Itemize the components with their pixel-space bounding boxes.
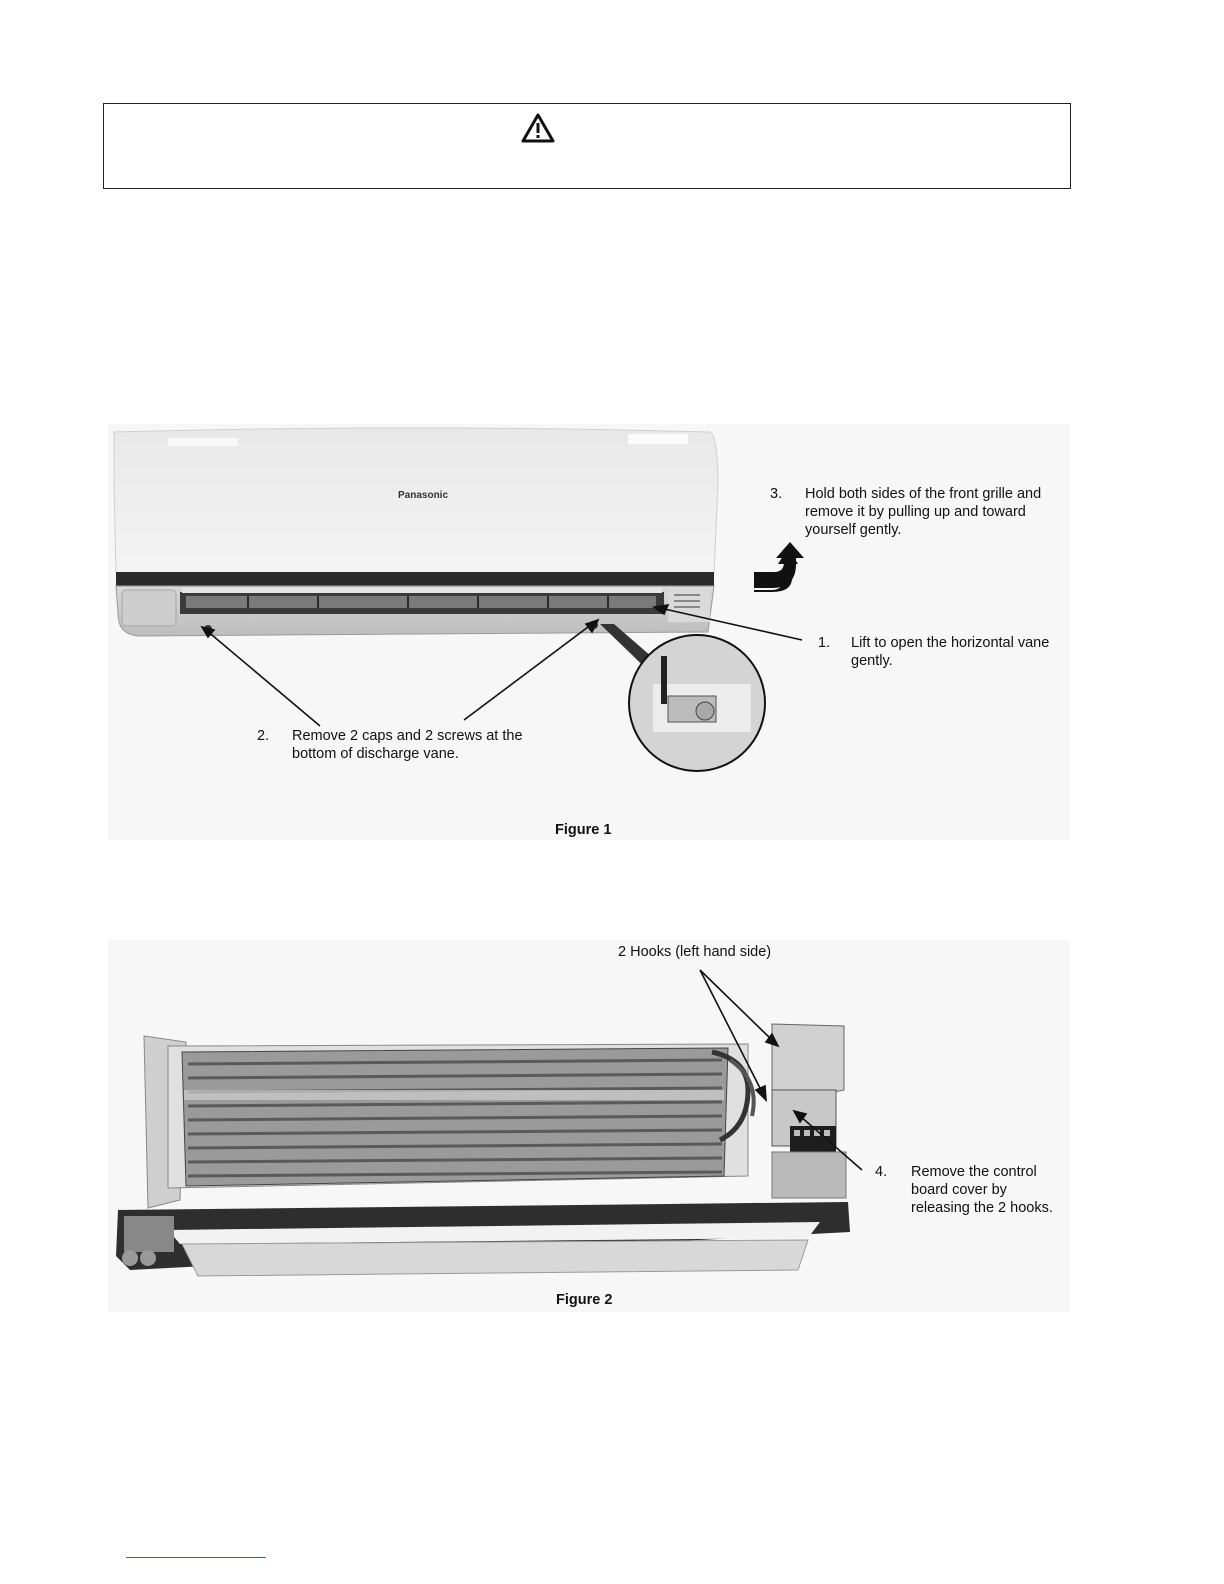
step-1-line-2: gently.	[851, 653, 893, 669]
step-2-number: 2.	[257, 728, 270, 744]
warning-box	[103, 103, 1071, 189]
step-1-line-1: Lift to open the horizontal vane	[851, 635, 1050, 651]
figure-2-caption: Figure 2	[556, 1292, 613, 1308]
step-4-number: 4.	[875, 1164, 888, 1180]
figure-2-illustration	[116, 969, 863, 1277]
step-1-number: 1.	[818, 635, 831, 651]
step-3-number: 3.	[770, 486, 783, 502]
figure-2: 2 Hooks (left hand side) 4. Remove the c…	[108, 940, 1070, 1312]
footer-link-underline[interactable]	[126, 1557, 266, 1558]
step-4-line-3: releasing the 2 hooks.	[911, 1200, 1053, 1216]
figure-1-illustration	[113, 427, 804, 772]
step-2-line-2: bottom of discharge vane.	[292, 746, 459, 762]
brand-logo: Panasonic	[398, 490, 449, 501]
warning-triangle-icon	[521, 113, 555, 143]
step-3-line-2: remove it by pulling up and toward	[805, 504, 1026, 520]
step-3-line-3: yourself gently.	[805, 522, 902, 538]
figure-1: Panasonic 3. Hold both sides of the fron…	[108, 424, 1070, 840]
hooks-label: 2 Hooks (left hand side)	[618, 944, 772, 960]
step-3-line-1: Hold both sides of the front grille and	[805, 486, 1042, 502]
figure-1-caption: Figure 1	[555, 822, 612, 838]
step-4-line-2: board cover by	[911, 1182, 1007, 1198]
step-4-line-1: Remove the control	[911, 1164, 1037, 1180]
step-2-line-1: Remove 2 caps and 2 screws at the	[292, 728, 523, 744]
